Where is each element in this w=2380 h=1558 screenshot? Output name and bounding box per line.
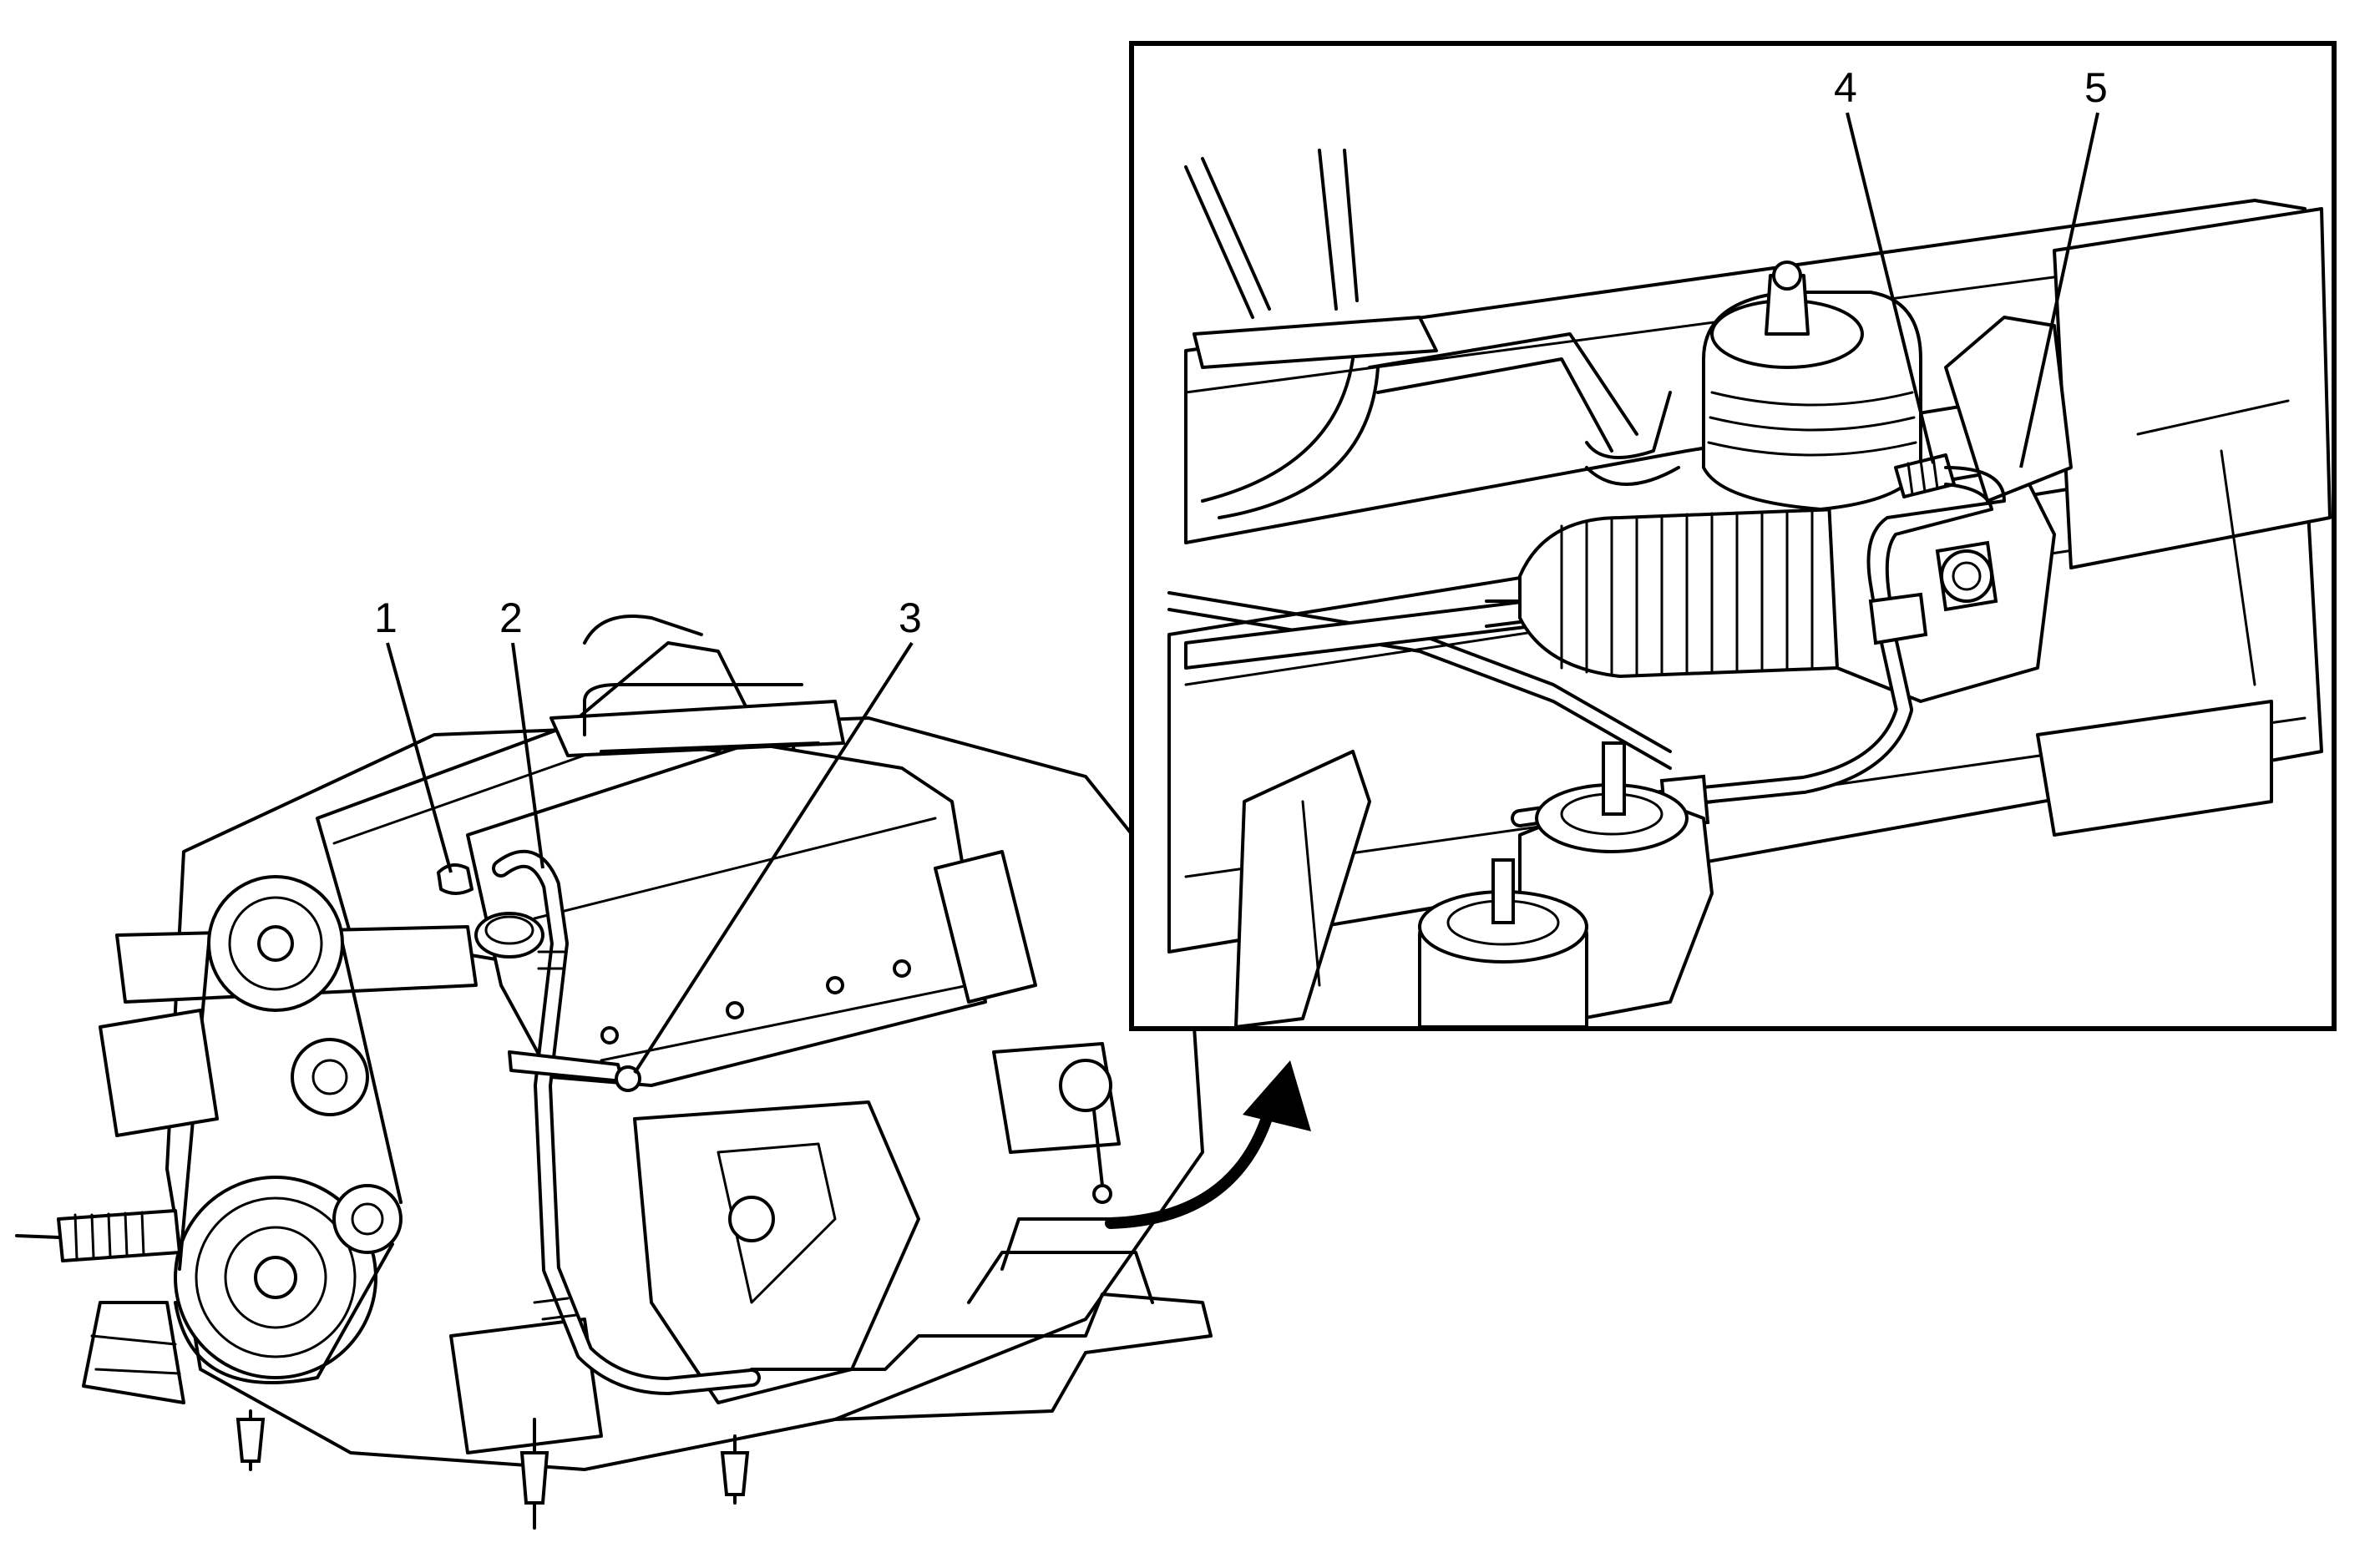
engine-assembly bbox=[15, 615, 1213, 1530]
hose-clip-1 bbox=[437, 863, 473, 895]
callout-3: 3 bbox=[899, 594, 922, 641]
detail-inset bbox=[1129, 41, 2337, 1031]
callout-leaders bbox=[386, 112, 2099, 1075]
callout-labels: 1 2 3 4 5 bbox=[374, 64, 2108, 641]
power-steering-hose bbox=[492, 849, 761, 1395]
bolt-3 bbox=[508, 1050, 641, 1092]
callout-2: 2 bbox=[499, 594, 523, 641]
callout-4: 4 bbox=[1834, 64, 1857, 111]
callout-5: 5 bbox=[2084, 64, 2108, 111]
callout-1: 1 bbox=[374, 594, 398, 641]
pointer-arrow bbox=[1105, 1060, 1311, 1229]
